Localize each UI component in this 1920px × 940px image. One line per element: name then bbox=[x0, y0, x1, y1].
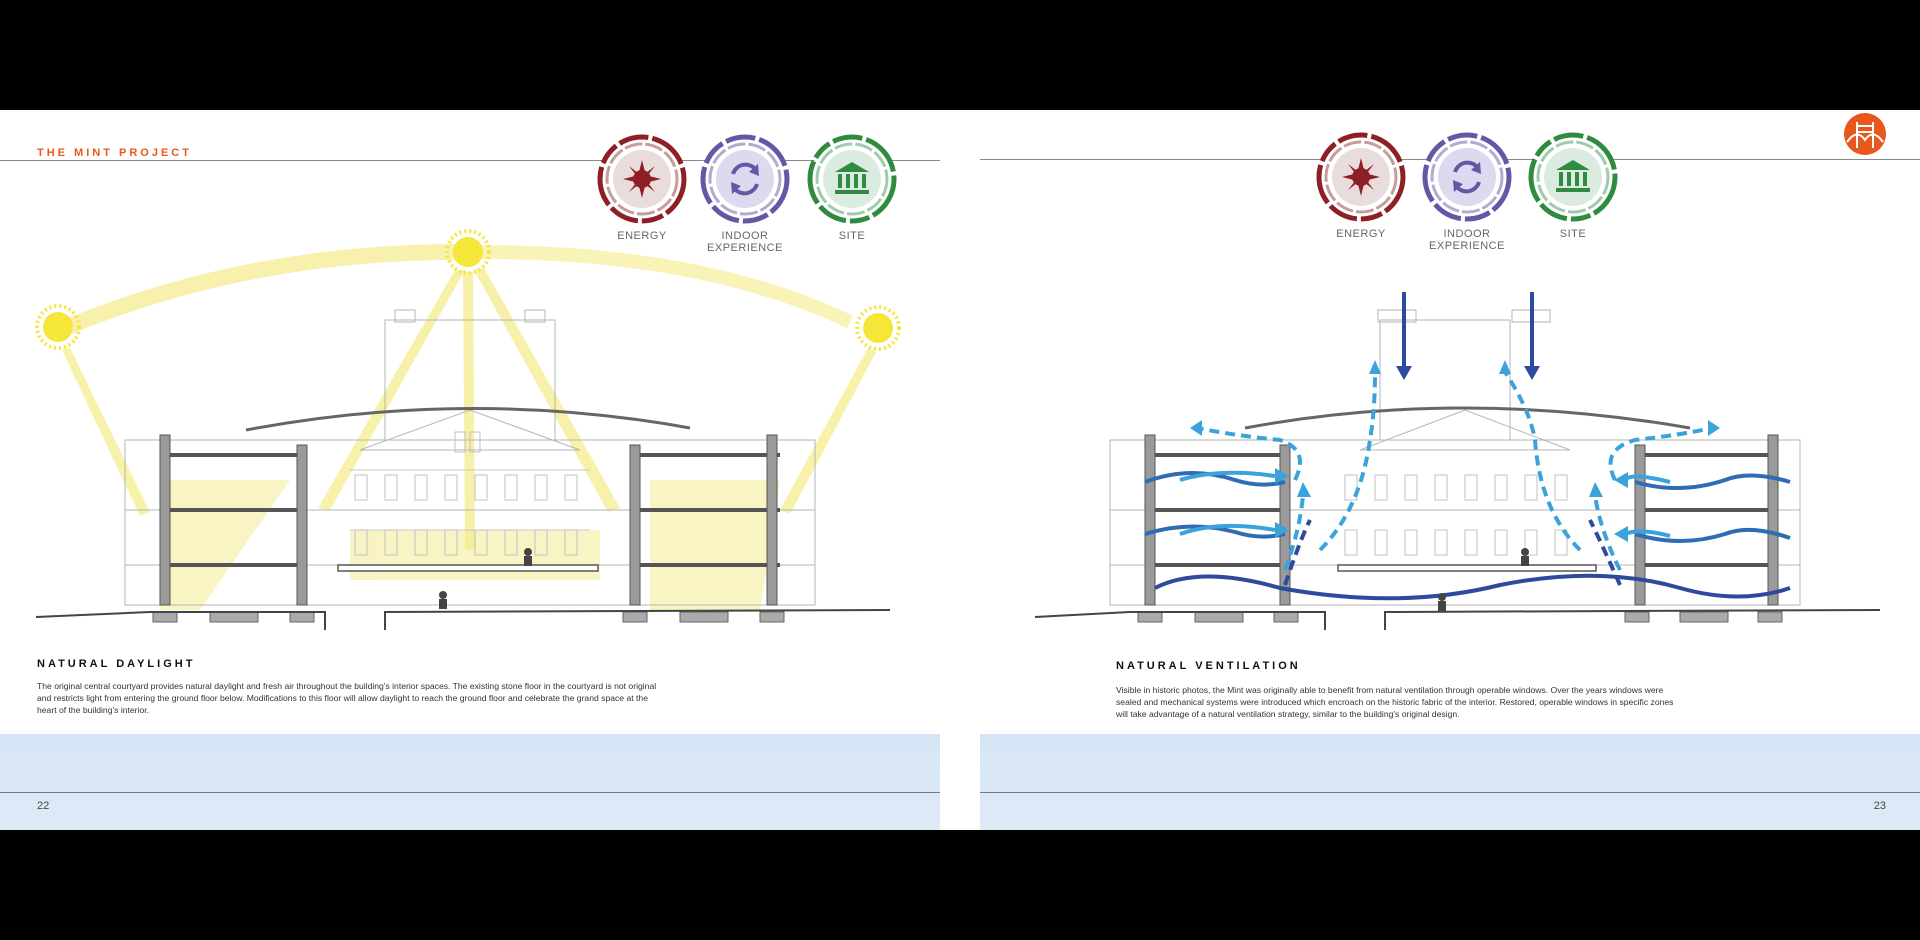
body-line: sealed and mechanical systems were intro… bbox=[1116, 697, 1674, 707]
section-title: NATURAL VENTILATION bbox=[1116, 660, 1301, 672]
badge-label: INDOOR EXPERIENCE bbox=[1429, 228, 1505, 252]
body-line: heart of the building's interior. bbox=[37, 705, 149, 715]
ventilation-section-diagram bbox=[1034, 292, 1881, 630]
badge-label: ENERGY bbox=[1336, 228, 1386, 240]
body-line: The original central courtyard provides … bbox=[37, 681, 657, 691]
sun-right bbox=[855, 305, 901, 351]
brand-title: THE MINT PROJECT bbox=[37, 147, 192, 159]
cycle-icon bbox=[1422, 132, 1512, 222]
badge-label: SITE bbox=[838, 230, 866, 242]
footer-band bbox=[980, 734, 1920, 830]
footer-rule bbox=[0, 792, 940, 793]
badge-indoor-experience: INDOOR EXPERIENCE bbox=[700, 134, 790, 254]
bridge-icon bbox=[1844, 113, 1886, 155]
badge-site: SITE bbox=[807, 134, 897, 242]
page-number: 22 bbox=[37, 800, 50, 812]
footer-rule bbox=[980, 792, 1920, 793]
daylight-section-diagram bbox=[35, 229, 901, 630]
badge-energy: ENERGY bbox=[1316, 132, 1406, 240]
body-line: will take advantage of a natural ventila… bbox=[1116, 709, 1460, 719]
cycle-icon bbox=[700, 134, 790, 224]
building-icon bbox=[1528, 132, 1618, 222]
sun-icon bbox=[597, 134, 687, 224]
body-line: Visible in historic photos, the Mint was… bbox=[1116, 685, 1664, 695]
badge-label: SITE bbox=[1559, 228, 1587, 240]
sun-icon bbox=[1316, 132, 1406, 222]
footer-band bbox=[0, 734, 940, 830]
sun-center bbox=[445, 229, 491, 275]
page-gutter bbox=[940, 110, 980, 830]
section-title: NATURAL DAYLIGHT bbox=[37, 658, 196, 670]
building-icon bbox=[807, 134, 897, 224]
right-page: ENERGY INDOOR EXPERIENCE SITE bbox=[980, 110, 1920, 830]
sun-left bbox=[35, 304, 81, 350]
left-page: THE MINT PROJECT ENERGY IND bbox=[0, 110, 940, 830]
badge-indoor-experience: INDOOR EXPERIENCE bbox=[1422, 132, 1512, 252]
body-text: The original central courtyard provides … bbox=[37, 680, 777, 716]
body-line: and restricts light from entering the gr… bbox=[37, 693, 648, 703]
badge-energy: ENERGY bbox=[597, 134, 687, 242]
badge-site: SITE bbox=[1528, 132, 1618, 240]
page-number: 23 bbox=[1873, 800, 1886, 812]
header-rule bbox=[0, 160, 940, 161]
badge-label: ENERGY bbox=[617, 230, 667, 242]
body-text: Visible in historic photos, the Mint was… bbox=[1116, 684, 1846, 720]
badge-label: INDOOR EXPERIENCE bbox=[707, 230, 783, 254]
